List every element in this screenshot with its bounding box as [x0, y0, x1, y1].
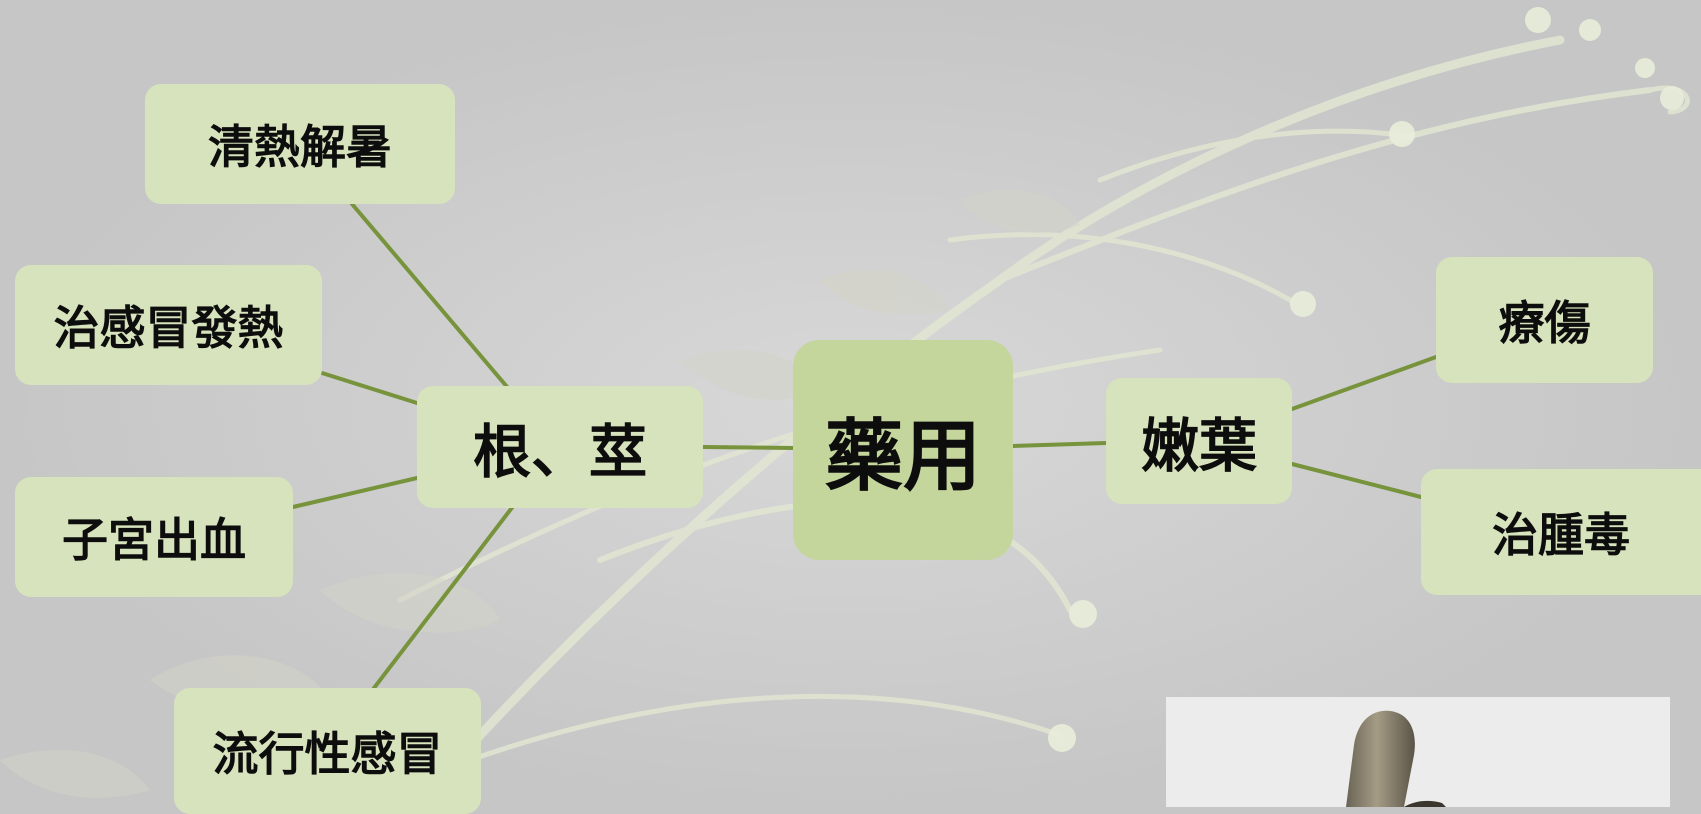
branch-node-tender-leaves: 嫩葉: [1106, 378, 1292, 504]
connector-center-roots: [701, 445, 795, 450]
branch-node-tender-leaves-label: 嫩葉: [1140, 412, 1257, 480]
branch-node-roots-stems-label: 根、莖: [472, 418, 647, 486]
connector-center-leaves: [1011, 441, 1108, 448]
connector-roots-flu: [372, 503, 516, 690]
connector-leaves-wound: [1290, 355, 1438, 411]
branch-node-roots-stems: 根、莖: [417, 386, 703, 508]
connector-roots-bleeding: [291, 476, 419, 509]
connector-leaves-swelling: [1290, 462, 1423, 499]
leaf-node-clear-heat: 清熱解暑: [145, 84, 455, 204]
leaf-node-wound-healing-label: 療傷: [1498, 296, 1591, 350]
leaf-node-cold-fever: 治感冒發熱: [15, 265, 322, 385]
leaf-node-uterine-bleeding: 子宮出血: [15, 477, 293, 597]
connector-roots-heat: [350, 202, 510, 390]
leaf-node-influenza: 流行性感冒: [174, 688, 481, 814]
connector-roots-cold: [320, 371, 419, 405]
leaf-node-swelling-toxins-label: 治腫毒: [1492, 508, 1630, 562]
central-node-label: 藥用: [824, 412, 981, 502]
leaf-node-wound-healing: 療傷: [1436, 257, 1653, 383]
leaf-node-clear-heat-label: 清熱解暑: [208, 120, 392, 174]
central-node: 藥用: [793, 340, 1013, 560]
leaf-node-swelling-toxins: 治腫毒: [1421, 469, 1701, 595]
mortar-pestle-photo: [1166, 697, 1670, 807]
leaf-node-influenza-label: 流行性感冒: [212, 727, 443, 781]
leaf-node-uterine-bleeding-label: 子宮出血: [62, 513, 246, 567]
leaf-node-cold-fever-label: 治感冒發熱: [53, 301, 284, 355]
